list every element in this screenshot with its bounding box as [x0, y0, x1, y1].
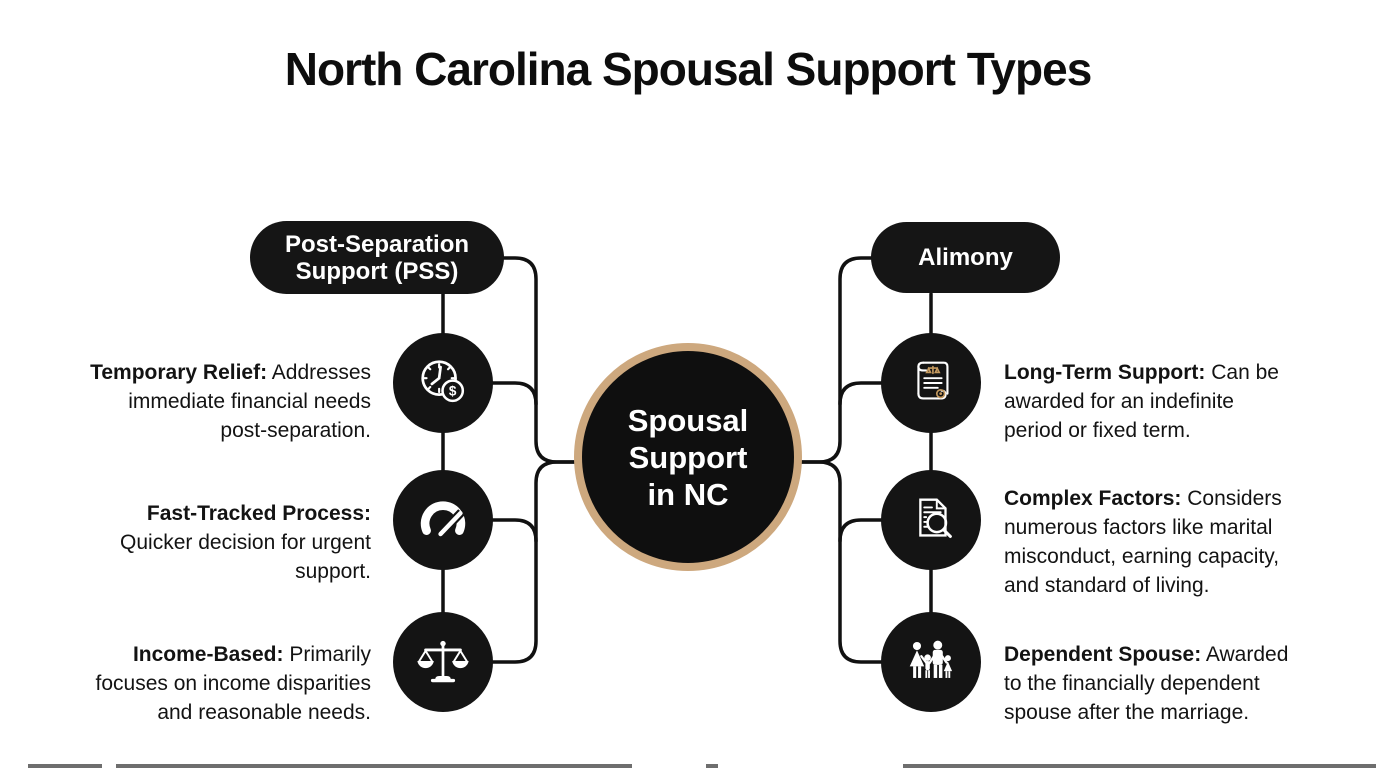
- description-text: Awarded to the financially dependent spo…: [1004, 643, 1289, 724]
- legal-scroll-icon: [917, 361, 949, 400]
- description-label: Fast‑Tracked Process:: [146, 502, 371, 525]
- family-icon: [909, 640, 953, 678]
- right-branch-1: [838, 381, 883, 406]
- description-label: Complex Factors:: [1004, 487, 1182, 510]
- svg-text:$: $: [449, 384, 457, 399]
- icon-node-temporary-relief: $: [393, 333, 493, 433]
- icon-node-complex-factors: [881, 470, 981, 570]
- left-lower-trunk: [491, 460, 578, 664]
- speedometer-icon: [420, 501, 466, 537]
- description-label: Temporary Relief:: [90, 361, 268, 384]
- description-complex-factors: Complex Factors: Considers numerous fact…: [1004, 484, 1304, 600]
- scales-of-justice-icon: [417, 640, 469, 683]
- description-text: Primarily focuses on income disparities …: [95, 643, 371, 724]
- left-branch-1: [491, 381, 538, 406]
- description-text: Addresses immediate financial needs post…: [128, 361, 371, 442]
- description-fast-tracked: Fast‑Tracked Process: Quicker decision f…: [116, 499, 371, 586]
- icon-node-income-based: [393, 612, 493, 712]
- description-income-based: Income‑Based: Primarily focuses on incom…: [66, 640, 371, 727]
- center-node-line: in NC: [647, 476, 729, 512]
- pill-alimony: Alimony: [871, 222, 1060, 293]
- icon-node-dependent-spouse: [881, 612, 981, 712]
- bottom-edge-artifact: [28, 764, 102, 768]
- description-text: Quicker decision for urgent support.: [120, 531, 371, 583]
- description-text: Considers numerous factors like marital …: [1004, 487, 1282, 597]
- right-lower-trunk: [798, 460, 883, 664]
- icon-node-long-term-support: [881, 333, 981, 433]
- description-dependent-spouse: Dependent Spouse: Awarded to the financi…: [1004, 640, 1299, 727]
- right-pill-connector: [798, 256, 874, 464]
- page-title: North Carolina Spousal Support Types: [284, 43, 1093, 95]
- pill-post-separation-support: Post-Separation Support (PSS): [250, 221, 504, 294]
- bottom-edge-artifact: [903, 764, 1376, 768]
- icon-node-fast-tracked: [393, 470, 493, 570]
- description-temporary-relief: Temporary Relief: Addresses immediate fi…: [66, 358, 371, 445]
- pill-label-line: Post-Separation: [284, 230, 470, 258]
- pill-label-line: Support (PSS): [295, 257, 459, 285]
- description-text: Can be awarded for an indefinite period …: [1004, 361, 1279, 442]
- description-label: Long‑Term Support:: [1004, 361, 1206, 384]
- bottom-edge-artifact: [706, 764, 718, 768]
- center-node-line: Support: [628, 439, 748, 475]
- center-node-spousal-support: Spousal Support in NC: [574, 343, 802, 571]
- clock-dollar-icon: $: [421, 360, 465, 403]
- description-label: Income‑Based:: [132, 643, 284, 666]
- description-long-term-support: Long‑Term Support: Can be awarded for an…: [1004, 358, 1294, 445]
- description-label: Dependent Spouse:: [1004, 643, 1202, 666]
- center-node-line: Spousal: [627, 402, 749, 438]
- right-branch-2: [838, 518, 883, 543]
- left-branch-2: [491, 518, 538, 543]
- left-pill-connector: [502, 256, 578, 464]
- bottom-edge-artifact: [116, 764, 632, 768]
- document-search-icon: [919, 498, 952, 538]
- pill-label-line: Alimony: [918, 244, 1013, 271]
